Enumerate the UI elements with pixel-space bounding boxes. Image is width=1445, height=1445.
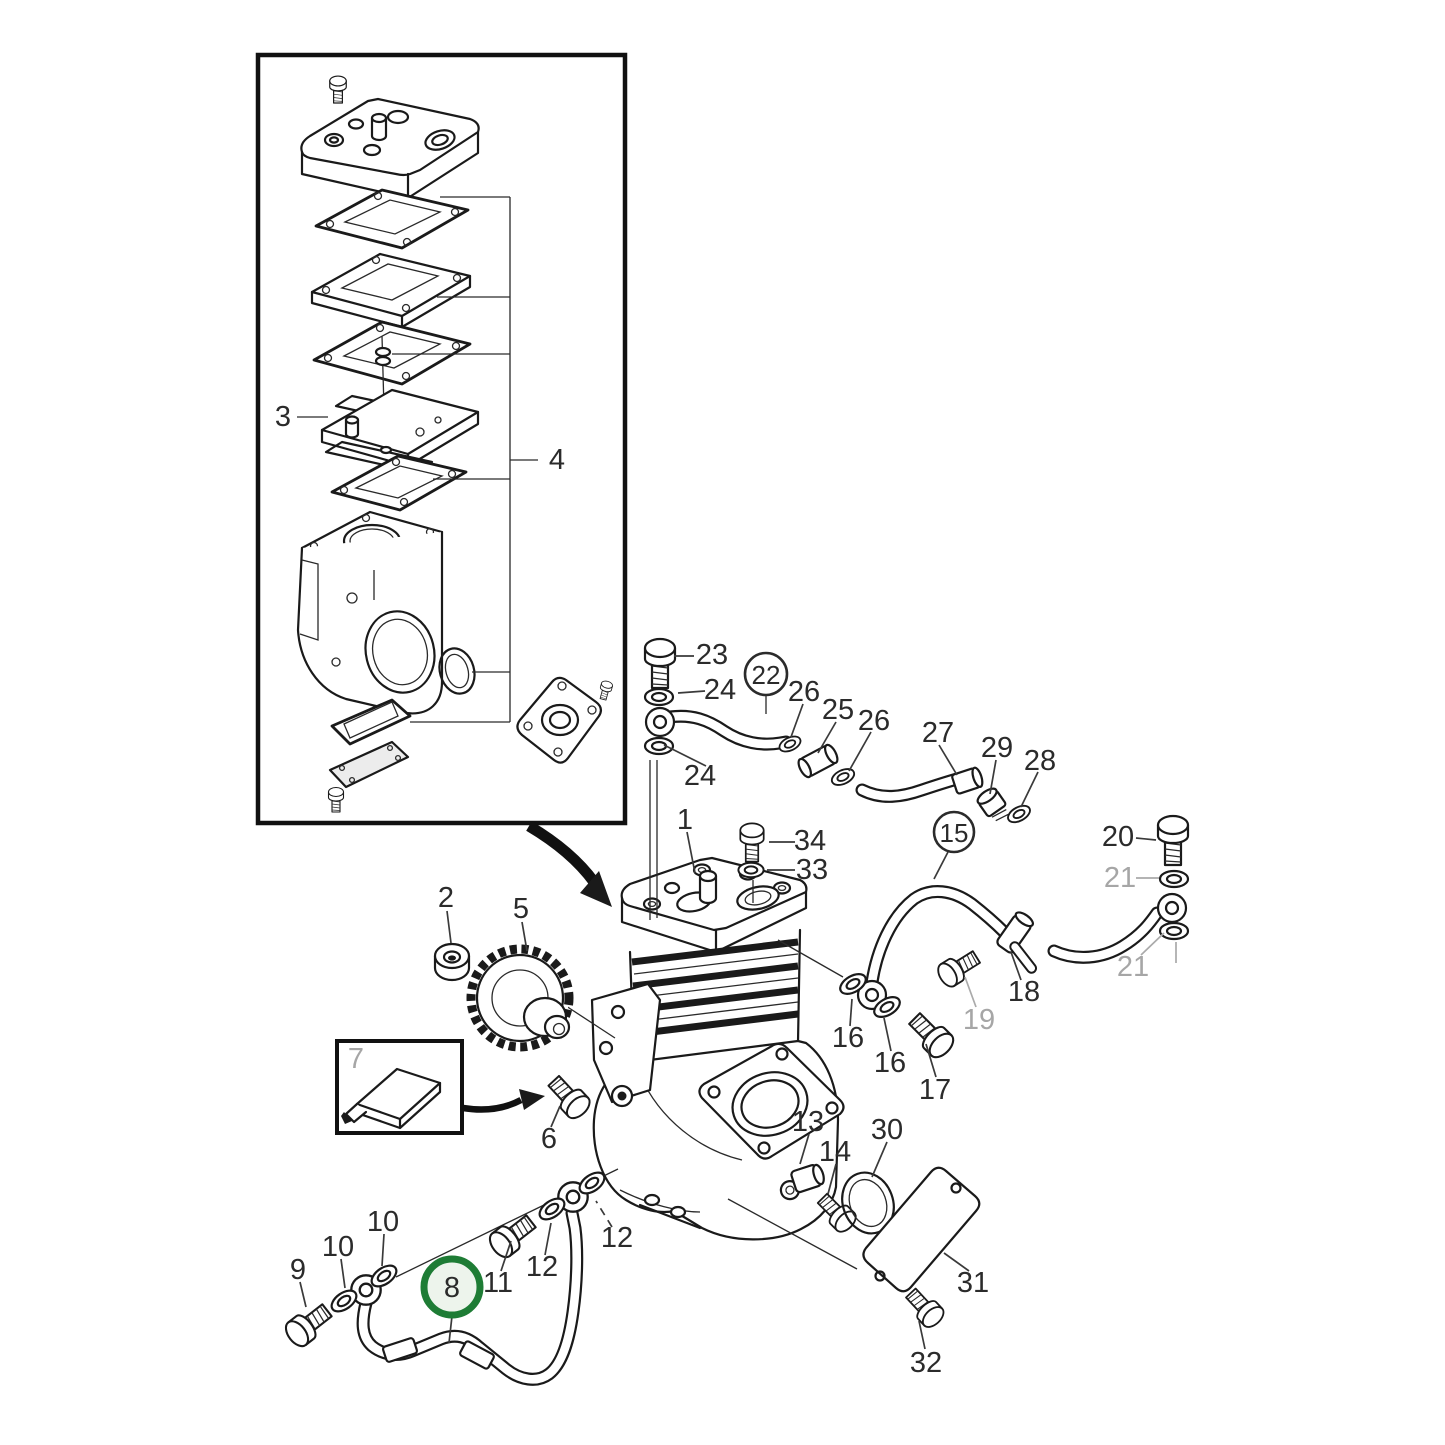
inset-bottom-gasket [330, 698, 412, 746]
svg-text:8: 8 [444, 1272, 460, 1304]
inset-cylinder-block [296, 510, 444, 715]
callout-12-b: 12 [601, 1222, 633, 1254]
inset-gasket-3 [330, 454, 468, 512]
pipe-8-sleeve-a [381, 1337, 419, 1363]
callout-18: 18 [1008, 976, 1040, 1008]
callout-27: 27 [922, 717, 954, 749]
callout-16-a: 16 [832, 1022, 864, 1054]
callout-29: 29 [981, 732, 1013, 764]
pipe-22-group [643, 637, 858, 790]
banjo-15-right [1156, 892, 1188, 924]
callout-26-a: 26 [788, 676, 820, 708]
callout-3: 3 [275, 401, 291, 433]
callout-11: 11 [483, 1267, 513, 1299]
inset-gasket-1 [314, 188, 470, 250]
callout-15-circled: 15 [932, 810, 976, 854]
inset-bottom-plate [328, 740, 410, 789]
elbow-13 [779, 1163, 825, 1201]
cover-plate-31 [862, 1166, 981, 1293]
inset-valve-seat-plate [320, 388, 480, 468]
bolt-9 [280, 1298, 337, 1352]
callout-26-b: 26 [858, 705, 890, 737]
washer-24-upper [643, 687, 675, 707]
callout-12-a: 12 [526, 1251, 558, 1283]
inset-o-ring [438, 647, 476, 695]
callout-24-b: 24 [684, 760, 716, 792]
callout-1: 1 [677, 804, 693, 836]
inset-leader-bracket [297, 196, 538, 723]
bolt-17 [903, 1007, 959, 1063]
fitting-34-group [737, 822, 765, 879]
callout-6: 6 [541, 1123, 557, 1155]
callout-22-circled: 22 [743, 651, 789, 697]
inset-pointer-arrow [526, 821, 612, 907]
sealant-box [335, 1039, 545, 1135]
inset-side-cover [516, 676, 614, 764]
pipe-8-sleeve-b [459, 1340, 495, 1370]
pipe-15-group [835, 814, 1190, 1063]
bottom-cover-group [779, 1163, 981, 1332]
banjo-22 [644, 706, 676, 738]
svg-text:15: 15 [940, 818, 969, 848]
inset-cylinder-head [300, 97, 480, 200]
bolt-20 [1156, 814, 1190, 867]
pipe-27-group [855, 766, 1034, 827]
callout-19: 19 [963, 1004, 995, 1036]
callout-10-b: 10 [367, 1206, 399, 1238]
callout-13: 13 [792, 1106, 824, 1138]
compressor-body [590, 856, 845, 1241]
callout-8-highlight[interactable]: 8 [420, 1255, 484, 1319]
callout-32: 32 [910, 1347, 942, 1379]
callout-28: 28 [1024, 745, 1056, 777]
fitting-26-b [828, 764, 858, 790]
callout-10-a: 10 [322, 1231, 354, 1263]
sealant-tube-icon [341, 1067, 442, 1130]
inset-detail-box [255, 52, 628, 826]
callout-17: 17 [919, 1074, 951, 1106]
inset-valve-plate [310, 252, 472, 329]
bolt-6 [542, 1070, 595, 1124]
callout-33: 33 [796, 854, 828, 886]
callout-21-b: 21 [1117, 951, 1149, 983]
drive-gear-5 [466, 944, 574, 1052]
callout-30: 30 [871, 1114, 903, 1146]
callout-25: 25 [822, 694, 854, 726]
callout-2: 2 [438, 882, 454, 914]
washer-33 [737, 861, 765, 879]
spacer-25 [797, 743, 839, 779]
bolt-23 [643, 637, 677, 690]
washer-21-upper [1158, 869, 1190, 889]
callout-labels: 1 2 3 4 5 6 7 8 9 10 10 11 12 12 13 14 1… [275, 401, 1149, 1379]
washer-24-lower [643, 736, 675, 756]
callout-20: 20 [1102, 821, 1134, 853]
pipe-8-group [280, 1167, 610, 1386]
callout-34: 34 [794, 825, 826, 857]
fitting-29 [976, 787, 1009, 822]
callout-21-a: 21 [1104, 862, 1136, 894]
callout-4: 4 [549, 444, 565, 476]
pipe-27-end-fitting [951, 766, 984, 795]
svg-text:22: 22 [752, 660, 781, 690]
callout-9: 9 [290, 1254, 306, 1286]
callout-16-b: 16 [874, 1047, 906, 1079]
bolt-19 [933, 945, 985, 991]
callout-7: 7 [348, 1043, 364, 1075]
callout-23: 23 [696, 639, 728, 671]
callout-leader-lines [299, 655, 1177, 1350]
bolt-34 [739, 822, 765, 863]
bolt-32 [900, 1283, 949, 1332]
callout-14: 14 [819, 1136, 851, 1168]
washer-28 [1004, 801, 1034, 827]
callout-31: 31 [957, 1267, 989, 1299]
callout-5: 5 [513, 893, 529, 925]
washer-21-lower [1158, 921, 1190, 941]
clamp-18 [996, 911, 1038, 974]
callout-24-a: 24 [704, 674, 736, 706]
bushing-2 [433, 942, 471, 982]
